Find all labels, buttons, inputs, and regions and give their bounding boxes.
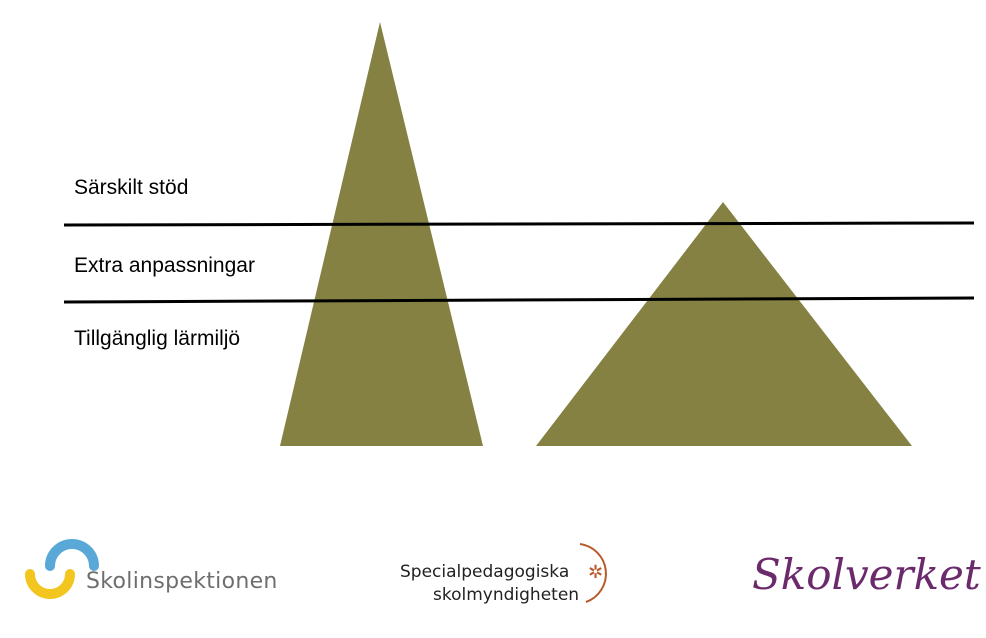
upper-divider-line [63,221,975,227]
skolinspektionen-logo: Skolinspektionen [24,536,294,606]
level-label-extra-anpassningar: Extra anpassningar [74,254,255,277]
spsm-wordmark-line2: skolmyndigheten [433,585,580,605]
skolinspektionen-wordmark: Skolinspektionen [86,569,278,594]
level-label-sarskilt-stod: Särskilt stöd [74,176,189,199]
lower-divider-line [63,296,975,304]
spsm-wordmark-line1: Specialpedagogiska [400,562,570,582]
wide-triangle [536,202,912,446]
level-label-tillganglig-larmiljo: Tillgänglig lärmiljö [74,327,241,350]
skolinspektionen-emblem-icon [25,539,99,599]
tall-triangle [280,22,483,446]
spsm-logo: Specialpedagogiska skolmyndigheten ✲ [396,540,636,610]
pyramid-diagram [63,22,975,446]
spsm-star-arc-icon: ✲ [579,543,607,603]
skolverket-logo: Skolverket [752,550,981,599]
svg-text:✲: ✲ [588,562,603,583]
